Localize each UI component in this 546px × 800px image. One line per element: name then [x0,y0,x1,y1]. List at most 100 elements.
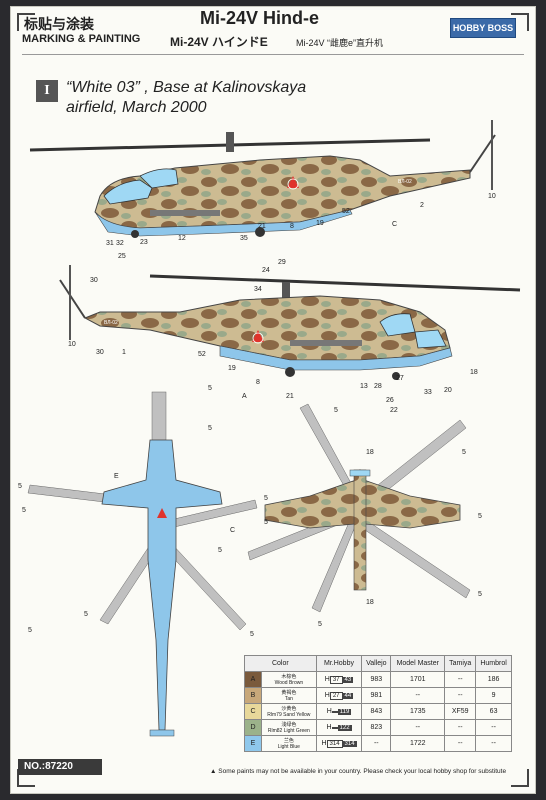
callout: 52 [198,351,206,358]
callout: 5 [250,631,254,638]
color-swatch: A [244,671,262,688]
callout: 26 [386,397,394,404]
red-star [252,330,264,342]
callout: 5 [208,425,212,432]
side-profile-right: ВЛ-02 [59,265,521,380]
mrhobby-h-code: 37 [329,675,343,684]
color-name-en: Tan [284,695,293,702]
callout: 29 [278,259,286,266]
humbrol-cell: 9 [475,687,512,704]
callout: 5 [462,449,466,456]
callout: 25 [118,253,126,260]
humbrol-cell: 186 [475,671,512,688]
callout: 12 [178,235,186,242]
tail-fin [59,279,86,319]
stub-wing [150,210,220,216]
underside-view [27,391,258,737]
tamiya-cell: -- [444,671,477,688]
callout: 19 [316,220,324,227]
fuselage [94,155,471,229]
callout: 1 [122,349,126,356]
pilot-canopy [379,313,416,337]
callout: 30 [96,349,104,356]
column-header: Mr.Hobby [315,655,363,672]
callout: 5 [84,611,88,618]
crop-mark [511,13,529,31]
color-name-en: Light Blue [277,743,300,750]
callout-labels: 10 31 32 25 23 12 35 21 8 19 52 C 2 24 2… [18,193,496,666]
callout: 2 [420,202,424,209]
column-header: Tamiya [444,655,477,672]
callout: 27 [396,375,404,382]
callout: 5 [478,513,482,520]
tamiya-cell: -- [444,687,477,704]
column-header: Vallejo [361,655,392,672]
scheme-line-2: airfield, March 2000 [66,99,207,116]
vallejo-cell: 843 [361,703,392,720]
model-title: Mi-24V Hind-e [200,8,320,28]
mrhobby-c-code: 119 [337,709,352,715]
scheme-description: “White 03” , Base at Kalinovskaya airfie… [66,78,386,118]
callout: 21 [258,223,266,230]
callout: 5 [208,385,212,392]
top-tail-boom [353,469,367,591]
callout: 35 [240,235,248,242]
callout: 8 [256,379,260,386]
nose-wheel [131,230,139,238]
tamiya-cell: -- [444,719,477,736]
belly-blue [94,209,353,237]
callout: 5 [334,407,338,414]
callout: 5 [478,591,482,598]
belly-blue [219,345,453,371]
callout: 5 [28,627,32,634]
main-wheel [285,367,295,377]
callout: 5 [264,519,268,526]
callout: E [114,473,119,480]
scheme-line-1: “White 03” , Base at Kalinovskaya [66,79,307,96]
main-wheel [255,227,265,237]
front-canopy [414,329,447,349]
callout: 19 [228,365,236,372]
paint-availability-note: ▲ Some paints may not be available in yo… [210,768,506,775]
note-text: Some paints may not be available in your… [218,768,507,775]
callout: 5 [218,547,222,554]
top-view [247,403,471,613]
side-profile-left: ВЛ-02 [29,120,496,238]
brand-logo: HOBBY BOSS [450,18,516,38]
crop-mark [17,769,35,787]
rotor-blade [165,543,247,631]
crop-mark [511,769,529,787]
header-title-cn: 标贴与涂装 [24,16,94,32]
callout: 22 [390,407,398,414]
vallejo-cell: 823 [361,719,392,736]
callout: 24 [262,267,270,274]
modelmaster-cell: 1735 [390,703,446,720]
callout: 18 [366,599,374,606]
vallejo-cell: -- [361,735,392,752]
rotor-mast [282,282,290,304]
model-title-cn: Mi-24V “雌鹿e”直升机 [296,38,384,48]
callout: 23 [140,239,148,246]
scheme-number-badge: I [36,80,58,102]
callout: 31 [106,240,114,247]
callout: 5 [18,483,22,490]
mrhobby-c-code: 44 [342,692,354,699]
color-name-cn: 沙黄色 [281,705,297,712]
humbrol-cell: 63 [475,703,512,720]
modelmaster-cell: 1722 [390,735,446,752]
kit-number: NO.:87220 [18,759,102,775]
column-header: Model Master [390,655,446,672]
column-header: Humbrol [475,655,512,672]
callout: 8 [290,223,294,230]
callout: 13 [360,383,368,390]
callout: C [230,527,235,534]
front-canopy [103,179,153,205]
